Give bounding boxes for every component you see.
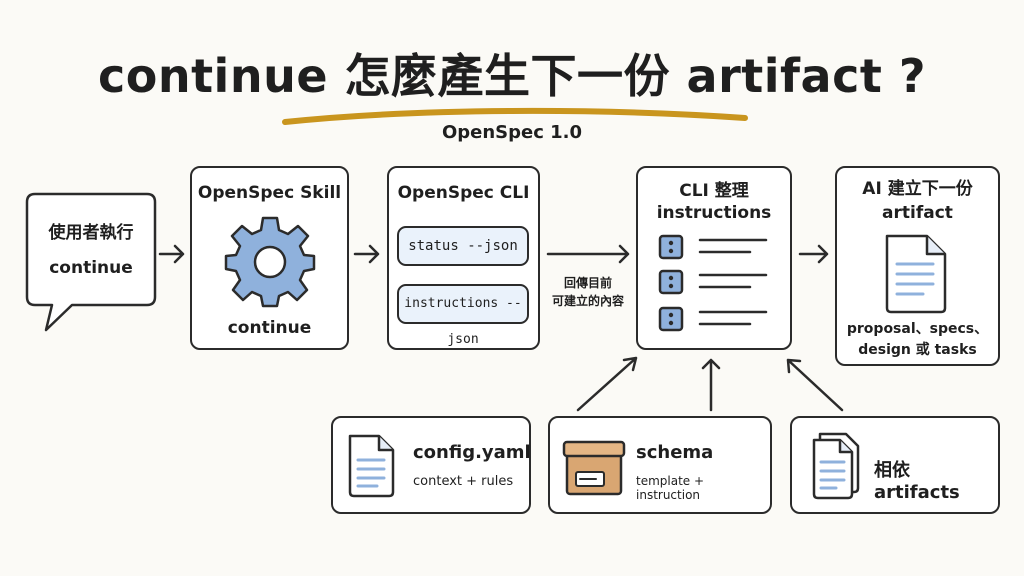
- arrow-user-to-skill: [158, 244, 185, 264]
- arrow-artifacts-to-instructions: [786, 358, 844, 412]
- instructions-json-command: instructions --json: [397, 284, 529, 347]
- schema-subtitle: template + instruction: [636, 474, 705, 502]
- document-icon: [348, 434, 395, 498]
- dependent-artifacts-title: 相依 artifacts: [874, 460, 960, 503]
- status-json-command: status --json: [397, 226, 529, 266]
- arrow-cli-to-instructions: [546, 244, 630, 264]
- document-icon: [885, 234, 947, 314]
- config-yaml-subtitle: context + rules: [413, 474, 514, 489]
- ai-box-title-1: AI 建立下一份: [862, 179, 973, 199]
- return-content-label-2: 可建立的內容: [551, 294, 624, 308]
- ai-box-desc-1: proposal、specs、: [846, 321, 989, 337]
- skill-command-label: continue: [227, 318, 312, 338]
- arrow-schema-to-instructions: [701, 358, 721, 412]
- instructions-title-2: instructions: [656, 203, 772, 223]
- box-icon: [562, 440, 626, 496]
- return-content-label-1: 回傳目前: [563, 276, 612, 290]
- ai-box-title-2: artifact: [882, 203, 953, 223]
- config-yaml-title: config.yaml: [413, 442, 531, 463]
- arrow-skill-to-cli: [353, 244, 380, 264]
- dependent-artifacts-card: 相依 artifacts: [790, 416, 1000, 514]
- ai-box-desc-2: design 或 tasks: [858, 342, 977, 358]
- stacked-documents-icon: [812, 432, 860, 500]
- openspec-cli-box: OpenSpec CLI status --json instructions …: [387, 166, 540, 350]
- openspec-skill-box: OpenSpec Skill continue: [190, 166, 349, 350]
- arrow-config-to-instructions: [576, 356, 638, 412]
- cli-instructions-box: CLI 整理 instructions: [636, 166, 792, 350]
- checklist-icon: [658, 234, 768, 332]
- user-action-label: 使用者執行: [48, 223, 134, 243]
- cli-box-title: OpenSpec CLI: [397, 183, 530, 203]
- page-title: continue 怎麼產生下一份 artifact ?: [97, 49, 927, 103]
- ai-artifact-box: AI 建立下一份 artifact proposal、specs、 design…: [835, 166, 1000, 366]
- subtitle: OpenSpec 1.0: [441, 122, 583, 143]
- schema-card: schema template + instruction: [548, 416, 772, 514]
- config-yaml-card: config.yaml context + rules: [331, 416, 531, 514]
- schema-title: schema: [636, 442, 714, 463]
- instructions-title-1: CLI 整理: [679, 181, 749, 201]
- arrow-instructions-to-ai: [798, 244, 829, 264]
- skill-box-title: OpenSpec Skill: [197, 183, 342, 203]
- user-command-label: continue: [49, 258, 133, 278]
- gear-icon: [224, 216, 316, 308]
